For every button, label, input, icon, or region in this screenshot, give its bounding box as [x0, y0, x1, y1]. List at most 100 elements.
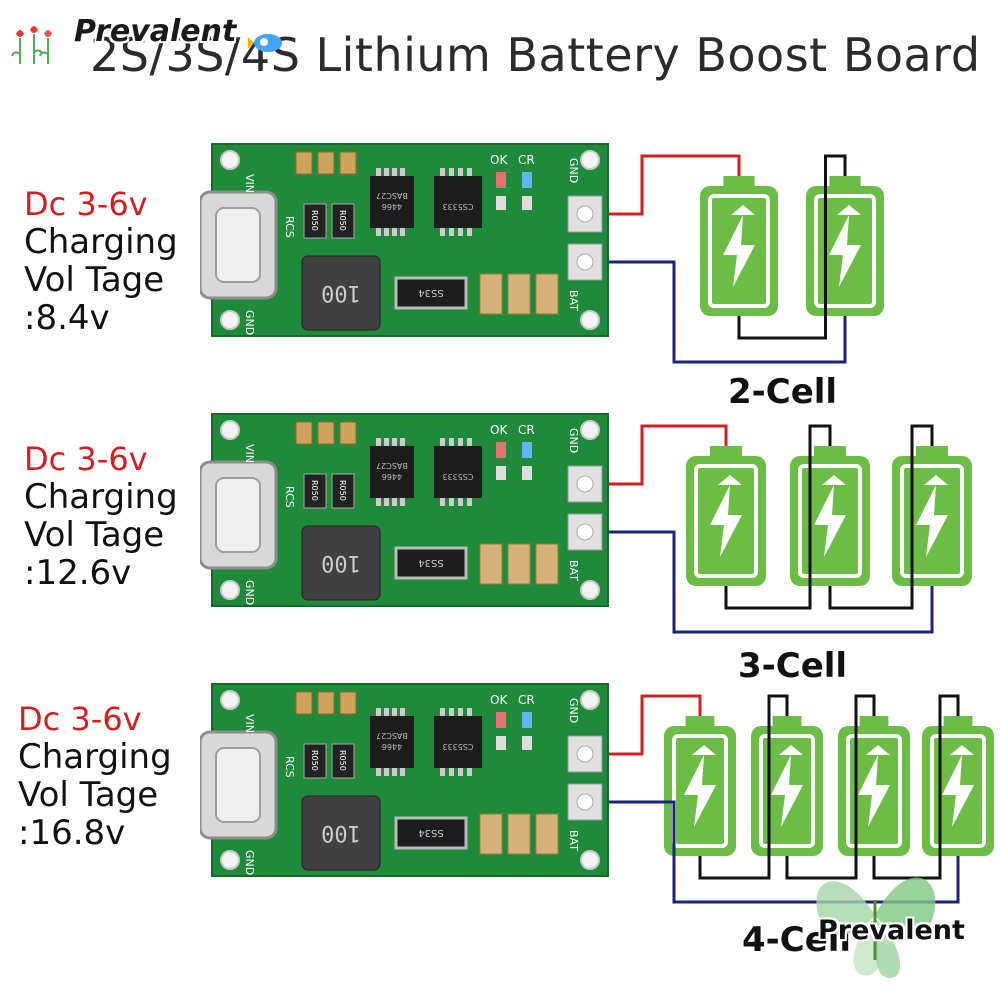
- chip-pin: [376, 708, 381, 716]
- chip-pin: [392, 168, 397, 176]
- chip-text: BASC27: [376, 461, 408, 470]
- chip-pin: [467, 768, 472, 776]
- capacitor: [295, 421, 313, 445]
- cell-count-label: 3-Cell: [738, 646, 848, 686]
- chip-pin: [449, 228, 454, 236]
- resistor-label: R050: [310, 480, 319, 501]
- chip-pin: [440, 228, 445, 236]
- bat-label: BAT: [567, 560, 580, 581]
- chip-pin: [449, 498, 454, 506]
- chip-pin: [449, 168, 454, 176]
- resistor-label: R050: [338, 750, 347, 771]
- chip-pin: [384, 498, 389, 506]
- chip-text: CS5333: [442, 742, 473, 751]
- chip-pin: [458, 498, 463, 506]
- chip-pin: [376, 228, 381, 236]
- ok-label: OK: [490, 153, 508, 167]
- cr-label: CR: [518, 693, 535, 707]
- series-link-wire: [872, 694, 960, 880]
- diode: [394, 276, 468, 310]
- ok-label: OK: [490, 423, 508, 437]
- output-capacitor: [479, 813, 503, 855]
- chip-text: 4466: [382, 742, 402, 751]
- rcs-label: RCS: [283, 486, 296, 508]
- battery-terminal: [916, 446, 948, 458]
- mounting-hole: [580, 420, 600, 440]
- capacitor: [295, 691, 313, 715]
- battery-terminal: [859, 716, 889, 728]
- inductor: [301, 255, 381, 331]
- chip-pin: [440, 498, 445, 506]
- battery-inner: [798, 464, 862, 578]
- chip-text: BASC27: [376, 731, 408, 740]
- resistor-label: R050: [310, 750, 319, 771]
- smd-part: [496, 196, 506, 210]
- battery-cell: [838, 716, 910, 856]
- capacitor: [295, 151, 313, 175]
- resistor-label: R050: [338, 210, 347, 231]
- gnd-label-right: GND: [567, 698, 580, 723]
- battery-terminal: [829, 176, 861, 188]
- terminal-positive[interactable]: [567, 735, 603, 773]
- resistor: [303, 203, 327, 239]
- bat-label: BAT: [567, 290, 580, 311]
- lightning-bolt-icon: [684, 745, 716, 827]
- butterfly-icon: [816, 877, 936, 979]
- chip-pin: [400, 168, 405, 176]
- smd-part: [522, 736, 532, 750]
- inductor-label: 100: [321, 280, 361, 305]
- lightning-bolt-icon: [829, 205, 861, 287]
- cell-count-label: 2-Cell: [728, 372, 838, 412]
- chip-text: BASC27: [376, 191, 408, 200]
- lightning-bolt-icon: [723, 205, 755, 287]
- diode-label: SS34: [418, 557, 443, 568]
- battery-inner: [900, 464, 964, 578]
- output-capacitor: [535, 273, 559, 315]
- chip-pin: [458, 708, 463, 716]
- chip-pin: [449, 438, 454, 446]
- vin-label: VIN: [243, 444, 256, 463]
- rocket-icon: [248, 34, 282, 52]
- ok-led: [496, 442, 506, 458]
- mounting-hole: [220, 150, 240, 170]
- battery-cell: [892, 446, 972, 586]
- mounting-hole: [220, 420, 240, 440]
- chip-pin: [467, 438, 472, 446]
- inductor: [301, 795, 381, 871]
- chip-pin: [467, 708, 472, 716]
- input-voltage-label: Dc 3-6v: [24, 185, 148, 223]
- chip-pin: [376, 438, 381, 446]
- battery-terminal: [685, 716, 715, 728]
- chip-text: 4466: [382, 202, 402, 211]
- battery-cell: [922, 716, 994, 856]
- series-link-wire: [785, 694, 876, 880]
- chip-text: 4466: [382, 472, 402, 481]
- charging-label: Charging: [24, 222, 178, 262]
- output-capacitor: [479, 273, 503, 315]
- resistor: [303, 743, 327, 779]
- charging-label: Charging: [18, 737, 172, 777]
- vol-tage-label: Vol Tage: [24, 515, 165, 555]
- watermark-bottom: Prevalent: [818, 915, 965, 946]
- vin-label: VIN: [243, 714, 256, 733]
- chip-text: CS5333: [442, 202, 473, 211]
- chip-pin: [458, 768, 463, 776]
- resistor: [303, 473, 327, 509]
- chip-pin: [392, 438, 397, 446]
- battery-cell: [751, 716, 823, 856]
- chip-pin: [440, 708, 445, 716]
- battery-inner: [694, 464, 758, 578]
- lightning-bolt-icon: [710, 475, 742, 557]
- battery-cell: [700, 176, 778, 316]
- chip-pin: [384, 438, 389, 446]
- chip-pin: [440, 768, 445, 776]
- output-capacitor: [507, 813, 531, 855]
- capacitor: [339, 691, 357, 715]
- mounting-hole: [580, 850, 600, 870]
- chip-pin: [392, 228, 397, 236]
- ok-label: OK: [490, 693, 508, 707]
- chip-pin: [376, 168, 381, 176]
- controller-chip: [434, 716, 482, 768]
